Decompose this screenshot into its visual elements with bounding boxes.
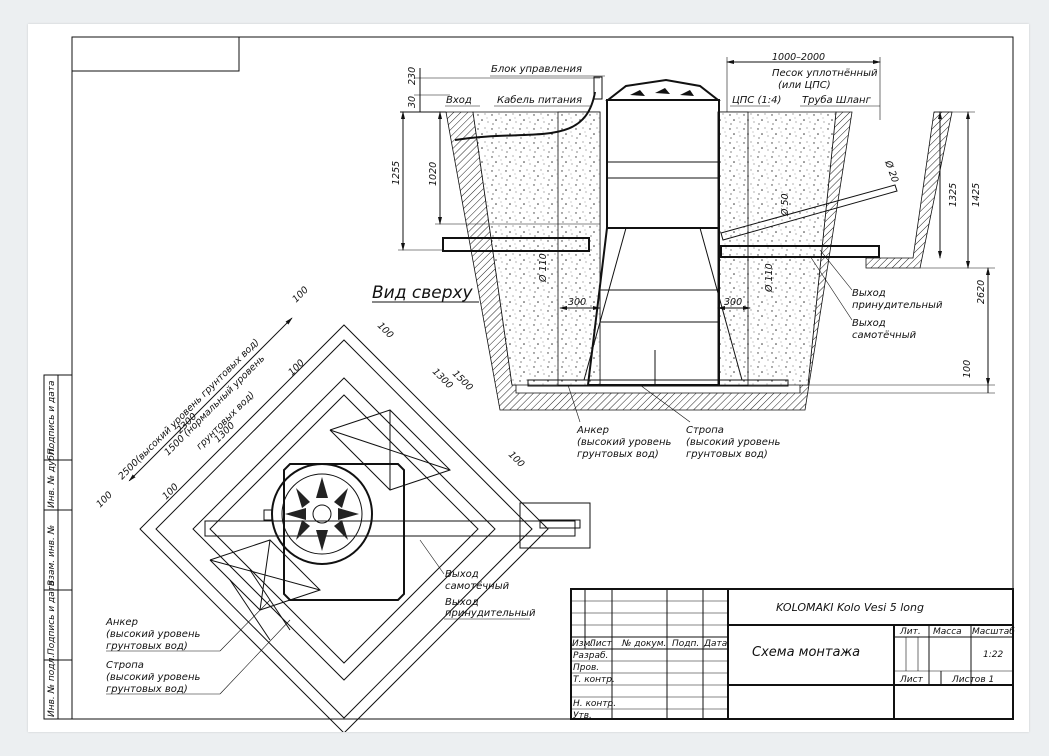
dim-1500a: 1500 (нормальный уровень: [162, 353, 267, 458]
label-anchor-2: (высокий уровень: [577, 437, 671, 448]
tank-body: [586, 227, 720, 386]
top-left-stamp: [71, 36, 240, 72]
dim-300-left: 300: [568, 297, 586, 308]
stamp-podpis-2: Подпись и дата: [47, 580, 57, 655]
label-anchor: Анкер: [576, 425, 609, 436]
side-section-view: 230 30 1255 1020 Блок управления Вход Ка…: [391, 52, 995, 460]
label-forced-outlet-2: принудительный: [852, 300, 943, 311]
tb-utv: Утв.: [573, 711, 592, 721]
tb-product: KOLOMAKI Kolo Vesi 5 long: [776, 601, 924, 614]
tb-col-date: Дата: [703, 639, 727, 649]
label-gravity-outlet: Выход: [852, 318, 886, 329]
tb-razrab: Разраб.: [573, 651, 608, 661]
inlet-pipe: [442, 237, 590, 252]
tb-col-izm: Изм.: [572, 639, 593, 649]
top-label-sling-2: (высокий уровень: [106, 672, 200, 683]
label-hose-pipe: Труба Шланг: [802, 94, 872, 106]
tb-prov: Пров.: [573, 663, 599, 673]
label-anchor-3: грунтовых вод): [577, 449, 659, 460]
title-block: Лит. Масса Масштаб 1:22 Лист Листов 1 KO…: [570, 588, 1015, 721]
dim-phi20: Ø 20: [882, 158, 900, 184]
stamp-inv-dubl: Инв. № дубл.: [47, 446, 57, 508]
tb-scale: 1:22: [983, 650, 1003, 660]
tb-lit: Лит.: [899, 627, 921, 637]
label-sling-3: грунтовых вод): [686, 449, 768, 460]
dim-100c: 100: [160, 482, 181, 503]
top-label-gravity-outlet-2: самотёчный: [445, 581, 510, 592]
dim-1500: 1500: [450, 368, 475, 393]
top-label-anchor-2: (высокий уровень: [106, 629, 200, 640]
label-sand: Песок уплотнённый: [772, 68, 878, 79]
top-label-forced-outlet-2: принудительный: [445, 608, 536, 619]
control-block: [593, 76, 603, 100]
top-label-forced-outlet: Выход: [445, 597, 479, 608]
dim-1020: 1020: [428, 162, 439, 186]
top-label-anchor-3: грунтовых вод): [106, 641, 188, 652]
tb-scale-label: Масштаб: [972, 627, 1015, 637]
tank-lid: [605, 78, 721, 101]
tb-col-sign: Подп.: [672, 639, 699, 649]
dim-2620: 2620: [976, 280, 987, 304]
dim-100b: 100: [290, 285, 311, 306]
dim-100a: 100: [94, 490, 115, 511]
gravity-outlet-pipe: [720, 245, 880, 258]
top-outlet-box: [519, 502, 591, 549]
tb-drawing-title: Схема монтажа: [752, 645, 860, 660]
top-view-title: Вид сверху: [372, 283, 474, 303]
dim-230: 230: [407, 67, 418, 85]
label-sling: Стропа: [686, 425, 724, 436]
label-power-cable: Кабель питания: [497, 94, 582, 106]
label-sand-alt: (или ЦПС): [778, 80, 831, 91]
installation-drawing: Подпись и дата Инв. № дубл. Взам. инв. №…: [43, 36, 1015, 732]
dim-phi110-outlet: Ø 110: [764, 263, 775, 293]
top-label-gravity-outlet: Выход: [445, 569, 479, 580]
power-cable: [454, 91, 596, 141]
tb-col-doc: № докум.: [621, 639, 666, 649]
dim-1425: 1425: [971, 183, 982, 207]
top-label-anchor: Анкер: [105, 617, 138, 628]
dim-100f: 100: [506, 449, 527, 470]
tb-mass: Масса: [933, 627, 962, 637]
tb-sheet: Лист: [899, 675, 924, 685]
dim-1300: 1300: [430, 366, 455, 391]
stamp-vzam: Взам. инв. №: [47, 525, 57, 586]
dim-100: 100: [962, 360, 973, 378]
label-gravity-outlet-2: самотёчный: [852, 330, 917, 341]
stamp-podpis-1: Подпись и дата: [47, 380, 57, 455]
side-stamp: Подпись и дата Инв. № дубл. Взам. инв. №…: [43, 374, 73, 720]
dim-100e: 100: [375, 320, 396, 341]
tb-tkontr: Т. контр.: [573, 675, 615, 685]
dim-phi110-inlet: Ø 110: [538, 253, 549, 283]
dim-30: 30: [407, 96, 418, 108]
dim-100d: 100: [286, 358, 307, 379]
trench-soil-hatch: [865, 111, 953, 269]
dim-1325: 1325: [948, 183, 959, 207]
cps-band-right: [717, 111, 749, 386]
label-cps: ЦПС (1:4): [732, 95, 781, 106]
dim-1255: 1255: [391, 161, 402, 185]
label-control-block: Блок управления: [491, 64, 582, 75]
tb-sheets: Листов 1: [951, 675, 994, 685]
dim-300-right: 300: [724, 297, 742, 308]
tank-neck: [606, 99, 720, 229]
top-label-sling: Стропа: [106, 660, 144, 671]
dim-phi50: Ø 50: [780, 193, 791, 217]
forced-outlet-hose: [720, 184, 898, 241]
label-forced-outlet: Выход: [852, 288, 886, 299]
top-tank-body: [283, 463, 405, 601]
dim-1000-2000: 1000–2000: [772, 52, 825, 63]
label-inlet: Вход: [446, 95, 472, 106]
tb-nkontr: Н. контр.: [573, 699, 616, 709]
drawing-sheet: Подпись и дата Инв. № дубл. Взам. инв. №…: [28, 24, 1029, 732]
tb-col-list: Лист: [588, 639, 613, 649]
top-label-sling-3: грунтовых вод): [106, 684, 188, 695]
label-sling-2: (высокий уровень: [686, 437, 780, 448]
stamp-inv-podl: Инв. № подл.: [47, 655, 57, 717]
